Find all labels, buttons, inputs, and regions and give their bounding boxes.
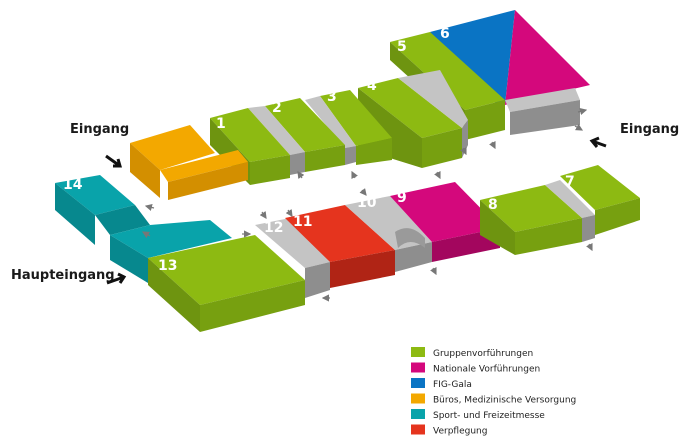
svg-text:4: 4 [367,78,377,94]
hall-10[interactable]: 10 [345,195,432,272]
entrance-right-label: Eingang [620,122,679,137]
svg-text:8: 8 [488,197,498,213]
entry-arrows [141,107,593,302]
svg-text:3: 3 [327,89,337,105]
hall-6[interactable]: 6 [430,10,590,105]
svg-text:2: 2 [272,100,282,116]
hall-14[interactable]: 14 [55,175,232,283]
corridor-front-right [545,180,595,242]
main-entrance-arrow-icon [106,272,127,285]
legend-swatch [411,378,425,388]
svg-text:6: 6 [440,26,450,42]
svg-text:5: 5 [397,39,407,55]
corridor-back-right [505,88,580,135]
svg-text:1: 1 [216,116,226,132]
hall-11[interactable]: 11 [285,205,395,288]
legend-label: Nationale Vorführungen [433,365,540,375]
svg-text:14: 14 [63,177,83,193]
svg-text:12: 12 [264,220,283,236]
svg-text:10: 10 [357,195,377,211]
legend-label: Gruppenvorführungen [433,349,533,359]
svg-text:11: 11 [293,214,312,230]
offices-block[interactable] [130,125,248,200]
legend-label: Büros, Medizinische Versorgung [433,396,576,406]
main-entrance-label: Haupteingang [11,268,115,283]
entrance-right-arrow-icon [589,136,607,148]
entrance-left-label: Eingang [70,122,129,137]
legend-label: FIG-Gala [433,380,472,390]
svg-text:7: 7 [565,174,575,190]
hall-12[interactable]: 12 [255,218,330,298]
hall-3[interactable]: 3 [305,89,392,165]
legend-swatch [411,362,425,373]
entrance-left-arrow-icon [105,154,122,168]
svg-text:9: 9 [397,190,407,206]
legend-swatch [411,424,425,435]
legend-label: Sport- und Freizeitmesse [433,411,545,421]
hall-7[interactable]: 7 [560,165,640,235]
hall-8[interactable]: 8 [480,185,582,255]
legend-label: Verpflegung [433,427,487,437]
legend-swatch [411,347,425,357]
hall-2[interactable]: 2 [248,98,345,175]
legend-swatch [411,393,425,404]
svg-text:13: 13 [158,258,177,274]
hall-13[interactable]: 13 [148,235,305,332]
legend-swatch [411,409,425,419]
